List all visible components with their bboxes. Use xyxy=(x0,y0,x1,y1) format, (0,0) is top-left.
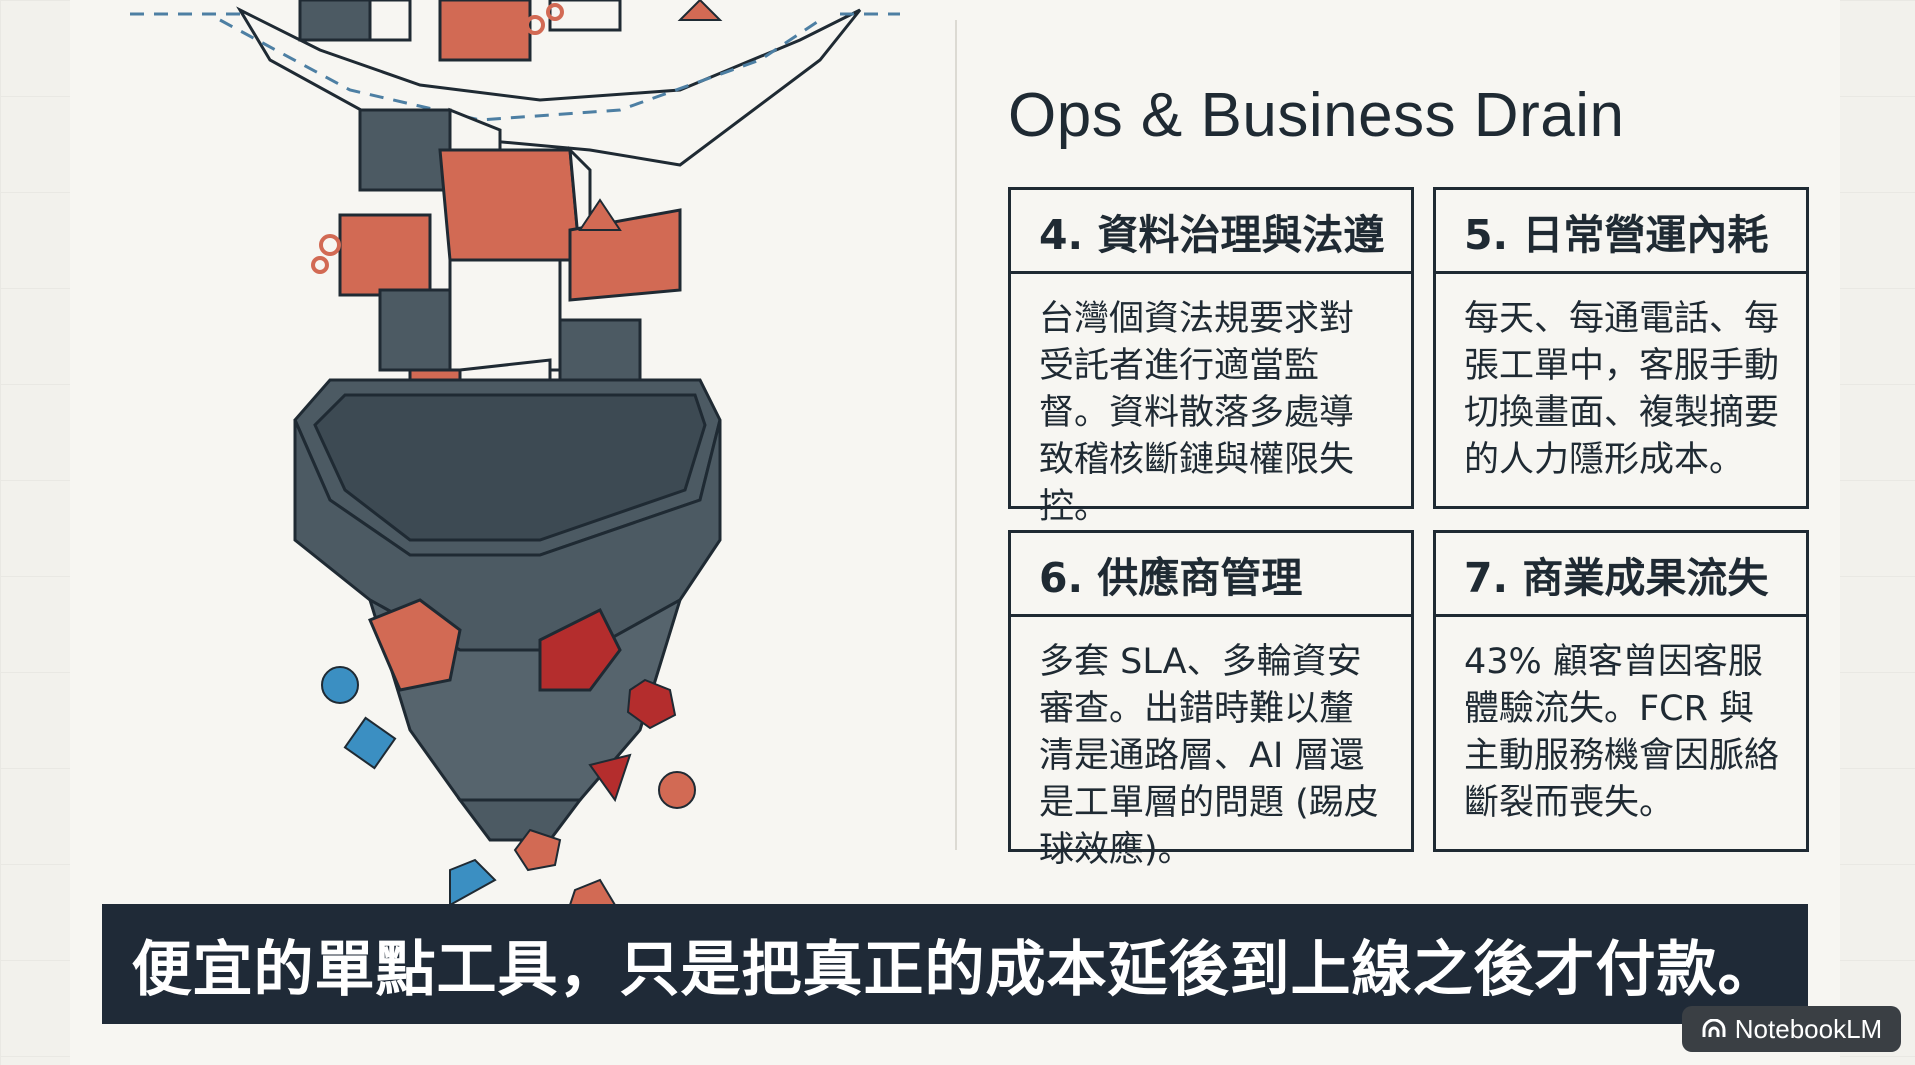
card-vendor-management: 6. 供應商管理 多套 SLA、多輪資安審查。出錯時難以釐清是通路層、AI 層還… xyxy=(1008,530,1414,870)
card-daily-operations: 5. 日常營運內耗 每天、每通電話、每張工單中，客服手動切換畫面、複製摘要的人力… xyxy=(1433,187,1809,509)
column-divider xyxy=(955,20,957,850)
card-body: 每天、每通電話、每張工單中，客服手動切換畫面、複製摘要的人力隱形成本。 xyxy=(1464,299,1780,480)
card-body: 43% 顧客曾因客服體驗流失。FCR 與主動服務機會因脈絡斷裂而喪失。 xyxy=(1464,642,1780,823)
caption-bar: 便宜的單點工具，只是把真正的成本延後到上線之後才付款。 xyxy=(102,904,1808,1024)
funnel-illustration xyxy=(130,0,900,905)
funnel xyxy=(293,378,722,842)
caption-text: 便宜的單點工具，只是把真正的成本延後到上線之後才付款。 xyxy=(131,934,1779,1005)
gear-icons xyxy=(311,3,564,274)
section-title: Ops & Business Drain xyxy=(1008,81,1625,150)
card-heading: 7. 商業成果流失 xyxy=(1436,533,1806,617)
card-business-outcome: 7. 商業成果流失 43% 顧客曾因客服體驗流失。FCR 與主動服務機會因脈絡斷… xyxy=(1433,530,1809,852)
notebooklm-badge[interactable]: NotebookLM xyxy=(1682,1006,1901,1052)
notebooklm-logo-icon xyxy=(1702,1019,1726,1037)
card-body: 台灣個資法規要求對受託者進行適當監督。資料散落多處導致稽核斷鏈與權限失控。 xyxy=(1039,299,1355,527)
card-heading: 5. 日常營運內耗 xyxy=(1436,190,1806,274)
card-data-governance: 4. 資料治理與法遵 台灣個資法規要求對受託者進行適當監督。資料散落多處導致稽核… xyxy=(1008,187,1414,527)
card-heading: 4. 資料治理與法遵 xyxy=(1011,190,1411,274)
card-heading: 6. 供應商管理 xyxy=(1011,533,1411,617)
card-body: 多套 SLA、多輪資安審查。出錯時難以釐清是通路層、AI 層還是工單層的問題 (… xyxy=(1039,642,1379,870)
brand-label: NotebookLM xyxy=(1734,1013,1883,1044)
scattered-shapes xyxy=(321,666,696,905)
